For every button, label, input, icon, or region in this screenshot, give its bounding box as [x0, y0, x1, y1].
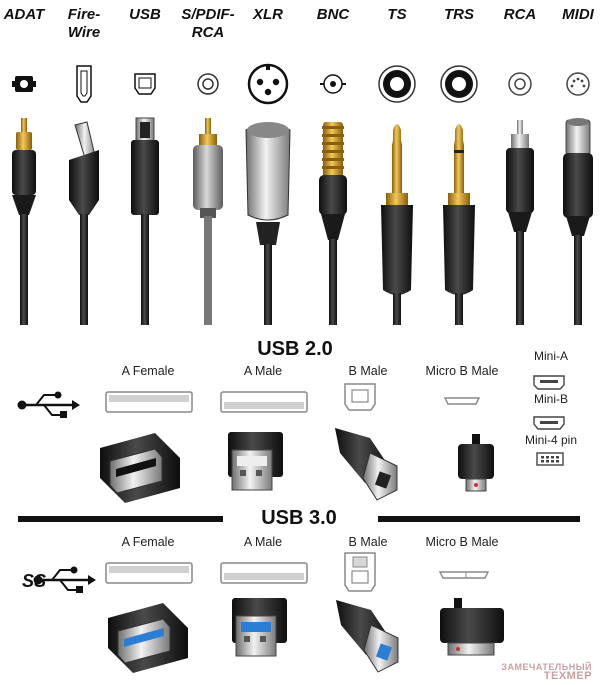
usb2-micro-b-outline: [443, 397, 481, 405]
usb2-trident-icon: [17, 391, 80, 418]
spdif-plug: [193, 118, 223, 325]
connector-label-rca-line-0: RCA: [503, 6, 537, 23]
connector-label-spdif-line-1: RCA: [191, 24, 225, 41]
xlr-plug: [245, 122, 291, 245]
usb3-a-male-outline: [220, 562, 308, 584]
usb-cable: [141, 214, 149, 325]
trs-jack-icon: [440, 65, 478, 103]
midi-jack-icon: [566, 72, 590, 96]
usb3-title: USB 3.0: [261, 507, 337, 529]
connector-label-trs: TRS: [429, 6, 489, 24]
connector-label-firewire-line-1: Wire: [67, 24, 101, 41]
usb-plug: [131, 117, 159, 215]
xlr-jack-icon: [247, 63, 289, 105]
usb3-label-a-female: A Female: [121, 535, 175, 549]
xlr-cable: [264, 244, 272, 325]
ts-jack-icon: [378, 65, 416, 103]
connector-label-ts-line-0: TS: [387, 6, 407, 23]
usb2-a-female-outline: [105, 391, 193, 413]
connector-label-midi: MIDI: [548, 6, 600, 24]
connector-label-adat-line-0: ADAT: [3, 6, 45, 23]
svg-text:SS: SS: [22, 571, 46, 591]
watermark-line-2: TEXMEP: [543, 670, 592, 682]
usb3-divider-right: [378, 516, 580, 522]
firewire-cable: [80, 214, 88, 325]
usb2-b-male-outline: [344, 383, 376, 411]
usb2-b-male-connector: [335, 428, 398, 501]
usb3-b-male-connector: [336, 600, 399, 673]
ts-cable: [393, 293, 401, 325]
usb3-a-male-connector: [232, 598, 287, 657]
usb-b-jack-icon: [134, 73, 156, 95]
mini-b-outline: [533, 416, 565, 430]
midi-plug: [563, 118, 593, 236]
usb2-label-a-female: A Female: [121, 364, 175, 378]
connector-label-spdif: S/PDIF-RCA: [178, 6, 238, 42]
rca-jack-icon: [508, 72, 532, 96]
watermark-line-1: ЗАМЕЧАТЕЛЬНЫЙ: [501, 662, 592, 672]
connector-label-bnc-line-0: BNC: [316, 6, 350, 23]
adat-jack-icon: [12, 76, 36, 92]
firewire-plug: [69, 121, 99, 215]
usb2-a-male-connector: [228, 432, 283, 491]
bnc-jack-icon: [320, 74, 346, 94]
connector-label-trs-line-0: TRS: [444, 6, 474, 23]
connector-label-firewire-line-0: Fire-: [67, 6, 101, 23]
connector-label-xlr-line-0: XLR: [253, 6, 283, 23]
adat-plug: [12, 118, 36, 215]
spdif-jack-icon: [197, 73, 219, 95]
usb2-label-a-male: A Male: [243, 364, 283, 378]
usb2-title: USB 2.0: [257, 338, 333, 360]
rca-plug: [506, 120, 534, 232]
usb2-a-male-outline: [220, 391, 308, 413]
ts-plug: [381, 124, 413, 295]
mini-a-outline: [533, 375, 565, 390]
usb2-label-b-male: B Male: [348, 364, 388, 378]
connector-label-adat: ADAT: [0, 6, 54, 24]
adat-cable: [20, 214, 28, 325]
usb2-label-mini-a: Mini-A: [533, 349, 568, 363]
usb2-a-female-connector: [100, 433, 180, 503]
connector-label-bnc: BNC: [303, 6, 363, 24]
usb3-a-female-connector: [108, 603, 188, 673]
connector-label-firewire: Fire-Wire: [54, 6, 114, 42]
connector-label-usb-line-0: USB: [129, 6, 161, 23]
usb3-micro-b-connector: [440, 598, 504, 656]
usb3-label-b-male: B Male: [348, 535, 388, 549]
usb3-label-a-male: A Male: [243, 535, 283, 549]
connector-label-spdif-line-0: S/PDIF-: [181, 6, 235, 23]
usb3-ss-trident-icon: SS: [22, 566, 96, 593]
usb2-label-micro-b-male: Micro B Male: [425, 364, 499, 378]
usb3-divider-left: [18, 516, 223, 522]
mini-4pin-outline: [536, 452, 564, 466]
midi-cable: [574, 235, 582, 325]
connector-label-xlr: XLR: [238, 6, 298, 24]
bnc-plug: [319, 122, 347, 240]
watermark-logo: ЗАМЕЧАТЕЛЬНЫЙ TEXMEP: [501, 662, 592, 682]
usb2-label-mini-4pin: Mini-4 pin: [524, 433, 578, 447]
connector-label-rca: RCA: [490, 6, 550, 24]
firewire-jack-icon: [76, 65, 92, 103]
bnc-cable: [329, 239, 337, 325]
trs-plug: [443, 124, 475, 295]
usb3-label-micro-b-male: Micro B Male: [425, 535, 499, 549]
connector-label-usb: USB: [115, 6, 175, 24]
rca-cable: [516, 231, 524, 325]
trs-cable: [455, 293, 463, 325]
usb3-b-male-outline: [344, 552, 376, 592]
usb3-micro-b-outline: [438, 571, 490, 579]
usb2-micro-b-connector: [458, 434, 494, 492]
connector-label-midi-line-0: MIDI: [562, 6, 594, 23]
usb2-label-mini-b: Mini-B: [533, 392, 568, 406]
usb3-a-female-outline: [105, 562, 193, 584]
connector-label-ts: TS: [367, 6, 427, 24]
